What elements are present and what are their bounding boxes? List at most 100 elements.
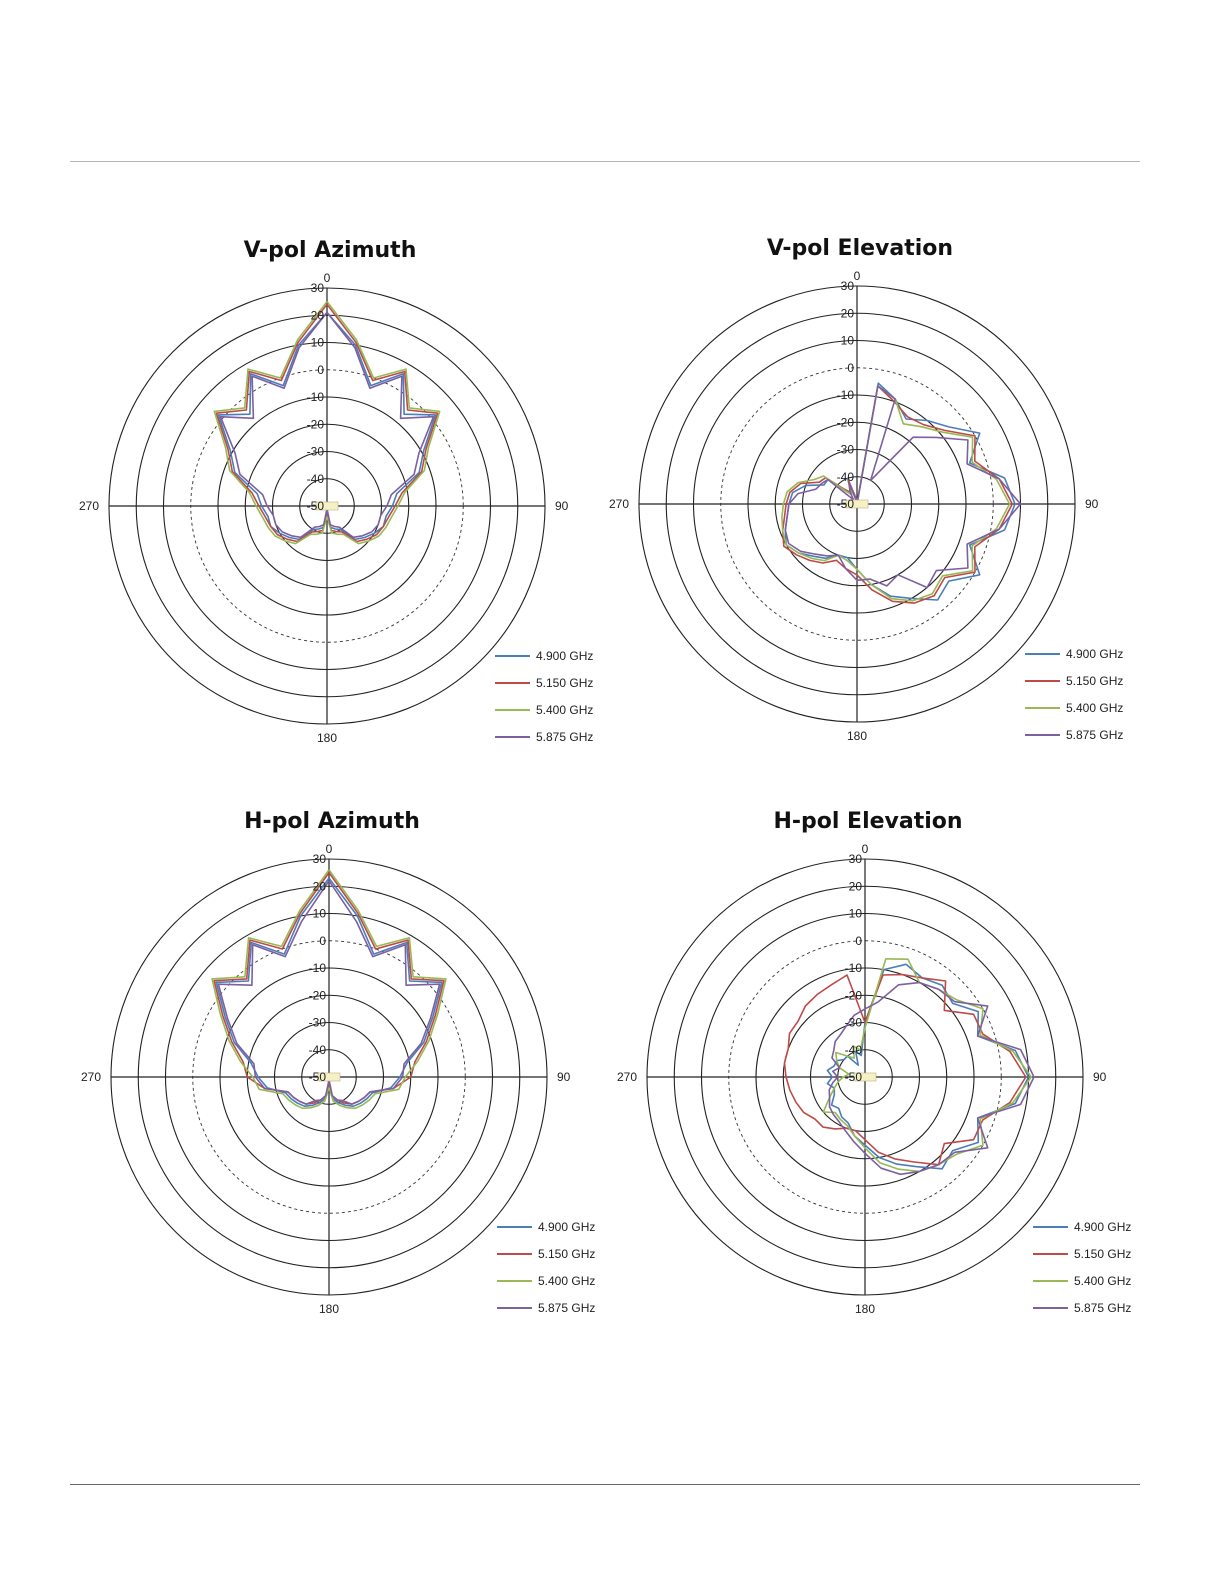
legend-label: 4.900 GHz [536, 649, 593, 663]
radial-tick-label: -10 [845, 961, 863, 975]
angle-labels: 0 90 180 270 [79, 271, 569, 745]
origin-marker [315, 501, 339, 511]
radial-tick-label: -50 [307, 499, 325, 513]
footer-divider [70, 1484, 1140, 1485]
legend-label: 5.150 GHz [536, 676, 593, 690]
radial-tick-label: 20 [311, 308, 325, 322]
radial-tick-label: -40 [309, 1043, 327, 1057]
legend-label: 5.875 GHz [1066, 728, 1123, 742]
legend-label: 5.400 GHz [1074, 1274, 1131, 1288]
radial-tick-label: -20 [309, 988, 327, 1002]
chart-title: H-pol Azimuth [244, 809, 420, 834]
radial-tick-label: 30 [841, 279, 855, 293]
origin-marker [317, 1072, 341, 1082]
chart-title: V-pol Azimuth [243, 238, 417, 263]
radial-tick-label: 30 [313, 852, 327, 866]
series-line-1 [213, 872, 445, 1105]
angle-label: 180 [317, 731, 337, 745]
radial-tick-label: 0 [317, 363, 324, 377]
radial-tick-label: -50 [837, 497, 855, 511]
series-line-3 [828, 981, 1035, 1176]
radial-tick-label: 0 [319, 934, 326, 948]
legend-label: 5.875 GHz [536, 730, 593, 744]
series-line-1 [783, 973, 1027, 1166]
radial-tick-label: -30 [845, 1016, 863, 1030]
angle-label: 270 [617, 1070, 637, 1084]
radial-tick-label: -30 [309, 1016, 327, 1030]
angle-label: 180 [847, 729, 867, 743]
angle-label: 0 [854, 269, 861, 283]
angle-label: 90 [1093, 1070, 1107, 1084]
origin-marker [853, 1072, 877, 1082]
series-lines [213, 301, 441, 545]
series-lines [781, 382, 1022, 604]
angle-label: 0 [326, 842, 333, 856]
angle-labels: 0 90 180 270 [81, 842, 571, 1316]
angle-label: 90 [557, 1070, 571, 1084]
radial-tick-label: 20 [849, 879, 863, 893]
radial-tick-label: -50 [309, 1070, 327, 1084]
series-line-2 [211, 869, 447, 1110]
legend-label: 5.400 GHz [536, 703, 593, 717]
series-line-2 [781, 385, 1011, 602]
legend-label: 4.900 GHz [1074, 1220, 1131, 1234]
angle-label: 180 [319, 1302, 339, 1316]
series-lines [783, 958, 1035, 1176]
chart-title: V-pol Elevation [766, 236, 954, 261]
angle-label: 180 [855, 1302, 875, 1316]
legend-label: 5.400 GHz [538, 1274, 595, 1288]
radial-tick-label: -20 [845, 988, 863, 1002]
series-line-1 [215, 303, 439, 543]
radial-tick-label: -20 [307, 417, 325, 431]
angle-label: 270 [79, 499, 99, 513]
legend-label: 5.150 GHz [1066, 674, 1123, 688]
series-line-2 [822, 958, 1033, 1173]
radial-tick-label: 30 [849, 852, 863, 866]
legend-label: 5.150 GHz [1074, 1247, 1131, 1261]
radial-tick-label: 0 [847, 361, 854, 375]
radial-tick-label: 30 [311, 281, 325, 295]
origin-marker [845, 499, 869, 509]
angle-label: 270 [609, 497, 629, 511]
radial-tick-label: -30 [307, 445, 325, 459]
series-line-2 [213, 301, 441, 545]
chart-title: H-pol Elevation [773, 809, 963, 834]
radial-tick-label: -20 [837, 415, 855, 429]
radial-tick-label: 10 [313, 907, 327, 921]
radial-tick-label: 20 [841, 306, 855, 320]
radial-tick-label: -10 [307, 390, 325, 404]
angle-label: 0 [324, 271, 331, 285]
header-divider [70, 161, 1140, 162]
series-line-3 [784, 385, 1022, 589]
angle-label: 90 [555, 499, 569, 513]
radial-tick-label: 0 [855, 934, 862, 948]
series-line-1 [781, 385, 1014, 604]
angle-label: 0 [862, 842, 869, 856]
legend: 4.900 GHz 5.150 GHz 5.400 GHz 5.875 GHz [495, 649, 593, 744]
angle-label: 270 [81, 1070, 101, 1084]
legend-label: 5.875 GHz [538, 1301, 595, 1315]
radial-tick-label: -10 [837, 388, 855, 402]
radial-tick-label: 10 [849, 907, 863, 921]
legend-label: 5.400 GHz [1066, 701, 1123, 715]
radial-tick-label: 10 [841, 334, 855, 348]
legend-label: 5.150 GHz [538, 1247, 595, 1261]
radial-tick-label: -40 [837, 470, 855, 484]
radial-tick-label: -50 [845, 1070, 863, 1084]
angle-labels: 0 90 180 270 [617, 842, 1107, 1316]
radial-tick-label: 20 [313, 879, 327, 893]
radial-tick-label: 10 [311, 336, 325, 350]
angle-label: 90 [1085, 497, 1099, 511]
